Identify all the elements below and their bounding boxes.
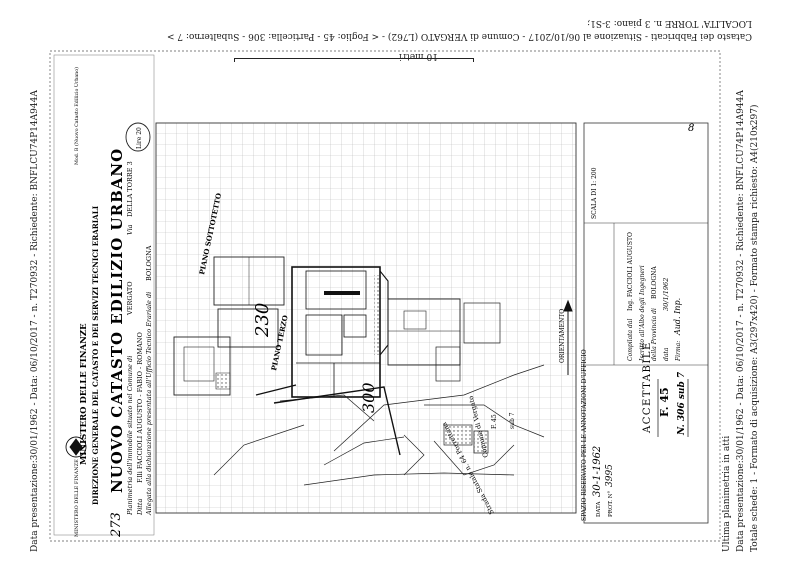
orientamento-label: ORIENTAMENTO xyxy=(559,309,566,363)
ditta-label: Ditta xyxy=(136,498,144,516)
prot-label: PROT. N° xyxy=(608,490,614,517)
ditta-value: F.lli FACCIOLI AUGUSTO - FABIO - ROMANO xyxy=(136,332,144,483)
iscritto-label: Iscritto all'Albo degli xyxy=(639,297,646,362)
right-margin-line-2: Totale schede: 1 - Formato di acquisizio… xyxy=(750,104,760,552)
site-map xyxy=(213,364,545,486)
republic-emblem-icon xyxy=(65,436,87,458)
data-value: 30/1/1962 xyxy=(662,278,670,311)
firma-value: Aud. Inp. xyxy=(673,298,682,336)
header-column xyxy=(53,54,155,536)
comune-value: VERGATO xyxy=(126,281,134,316)
floor-plan-terzo xyxy=(291,266,389,398)
data-label: data xyxy=(663,347,670,361)
footer-cadastre-line: Catasto dei Fabbricati - Situazione al 0… xyxy=(166,31,752,41)
ministry-label: MINISTERO DELLE FINANZE xyxy=(79,323,89,465)
lire-stamp: Lire 20 xyxy=(125,122,151,152)
floor-plan-sottotetto xyxy=(173,256,285,396)
right-margin-line-3: Ultima planimetria in atti xyxy=(722,435,732,552)
corner-number: 8 xyxy=(688,123,694,134)
compilata-label: Compilata dal xyxy=(627,319,634,361)
model-label: Mod. B (Nuovo Catasto Edilizio Urbano) xyxy=(73,67,80,165)
direction-label: DIREZIONE GENERALE DEL CATASTO E DEI SER… xyxy=(91,205,100,505)
right-margin-line-1: Data presentazione:30/01/1962 - Data: 06… xyxy=(736,90,746,552)
accettabile-stamp: ACCETTABILE xyxy=(642,341,653,434)
left-margin-line: Data presentazione:30/01/1962 - Data: 06… xyxy=(30,90,40,552)
compilata-value: Ing. FACCIOLI AUGUSTO xyxy=(627,232,634,311)
via-label: Via xyxy=(126,224,134,235)
data-box-label: DATA xyxy=(596,501,602,517)
handwritten-230: 230 xyxy=(252,303,273,338)
numero-stamp: N. 306 sub 7 xyxy=(677,371,687,436)
scale-bar xyxy=(234,58,474,62)
office-annotation-block: SPAZIO RISERVATO PER LE ANNOTAZIONI D'UF… xyxy=(581,341,689,521)
form-drawing: PIANO SOTTOTETTO PIANO TERZO ORIENTAMENT… xyxy=(49,50,721,542)
planimetria-label: Planimetria dell'immobile situato nel Co… xyxy=(126,356,134,516)
scanned-form-sheet: PIANO SOTTOTETTO PIANO TERZO ORIENTAMENT… xyxy=(44,45,724,545)
allegata-label: Allegata alla dichiarazione presentata a… xyxy=(145,292,153,516)
floor-plan-annex xyxy=(387,298,501,382)
data-box-value: 30-1-1962 xyxy=(592,446,603,497)
scala-label: SCALA DI 1: 200 xyxy=(591,167,598,219)
provincia-value: BOLOGNA xyxy=(651,266,658,299)
title-block-texts: SCALA DI 1: 200 Compilata dal Ing. FACCI… xyxy=(591,123,694,362)
sub-map-label: sub 7 xyxy=(509,412,516,429)
foglio-stamp: F. 45 xyxy=(658,387,671,417)
via-value: DELLA TORRE 3 xyxy=(126,161,134,217)
foglio-map-label: F. 45 xyxy=(491,414,498,429)
prot-value: 3995 xyxy=(605,464,615,487)
north-arrow-icon xyxy=(563,299,573,375)
stamp-top: MINISTERO DELLE FINANZE xyxy=(74,459,80,537)
provincia-label: della Provincia di xyxy=(651,308,658,361)
footer-address-line: LOCALITA' TORRE n. 3 piano: 3-S1; xyxy=(587,18,752,28)
lire-label: Lire 20 xyxy=(136,127,143,149)
main-title: NUOVO CATASTO EDILIZIO URBANO xyxy=(108,148,126,493)
firma-label: Firma: xyxy=(675,341,682,362)
title-prefix: 273 xyxy=(109,512,124,538)
handwritten-300: 300 xyxy=(359,382,378,413)
spazio-riservato-label: SPAZIO RISERVATO PER LE ANNOTAZIONI D'UF… xyxy=(581,349,588,521)
header-texts: MINISTERO DELLE FINANZE 273 MINISTERO DE… xyxy=(73,67,153,538)
ufficio-value: BOLOGNA xyxy=(145,245,153,281)
title-block xyxy=(583,122,709,524)
albo-value: Ingegneri xyxy=(639,265,646,296)
